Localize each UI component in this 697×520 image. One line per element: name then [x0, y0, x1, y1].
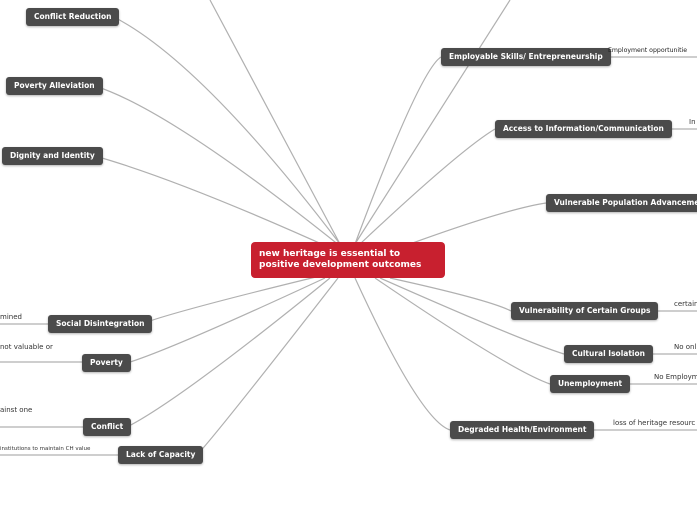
leaf-text[interactable]: No onl	[674, 343, 697, 351]
connector	[354, 0, 511, 245]
node-cultural-isolation[interactable]: Cultural Isolation	[564, 345, 653, 363]
connector	[359, 128, 496, 245]
central-topic-text: new heritage is essential to positive de…	[259, 249, 422, 270]
leaf-text[interactable]: Employment opportunitie	[608, 47, 688, 54]
connector	[389, 277, 512, 312]
leaf-text[interactable]: not valuable or	[0, 343, 53, 351]
connector	[126, 277, 326, 364]
leaf-line	[0, 56, 697, 456]
connector	[354, 277, 451, 431]
node-access-information[interactable]: Access to Information/Communication	[495, 120, 672, 138]
connector	[379, 277, 565, 355]
node-social-disintegration[interactable]: Social Disintegration	[48, 315, 153, 333]
leaf-text[interactable]: institutions to maintain CH value	[0, 446, 91, 452]
node-unemployment[interactable]: Unemployment	[550, 375, 631, 393]
leaf-text[interactable]: ainst one	[0, 406, 33, 414]
connector	[143, 275, 321, 324]
connector	[196, 277, 339, 456]
connector	[354, 56, 442, 245]
node-vulnerability-groups[interactable]: Vulnerability of Certain Groups	[511, 302, 659, 320]
node-poverty[interactable]: Poverty	[82, 354, 131, 372]
node-conflict[interactable]: Conflict	[83, 418, 132, 436]
connector	[374, 277, 551, 385]
leaf-text[interactable]: loss of heritage resourc	[613, 419, 696, 427]
node-degraded-health[interactable]: Degraded Health/Environment	[450, 421, 595, 439]
connector	[94, 85, 341, 247]
connector	[111, 15, 341, 245]
node-employable-skills[interactable]: Employable Skills/ Entrepreneurship	[441, 48, 611, 66]
leaf-text[interactable]: No Employm	[654, 373, 697, 381]
node-conflict-reduction[interactable]: Conflict Reduction	[26, 8, 120, 26]
leaf-text[interactable]: certain	[674, 300, 697, 308]
connector	[209, 0, 341, 245]
node-dignity-identity[interactable]: Dignity and Identity	[2, 147, 103, 165]
node-vulnerable-population[interactable]: Vulnerable Population Advancement	[546, 194, 697, 212]
node-poverty-alleviation[interactable]: Poverty Alleviation	[6, 77, 103, 95]
leaf-text[interactable]: mined	[0, 313, 22, 321]
connector	[94, 155, 336, 251]
node-lack-of-capacity[interactable]: Lack of Capacity	[118, 446, 204, 464]
leaf-text[interactable]: In	[689, 118, 696, 126]
connector	[126, 277, 331, 428]
central-topic[interactable]: new heritage is essential to positive de…	[251, 242, 445, 278]
